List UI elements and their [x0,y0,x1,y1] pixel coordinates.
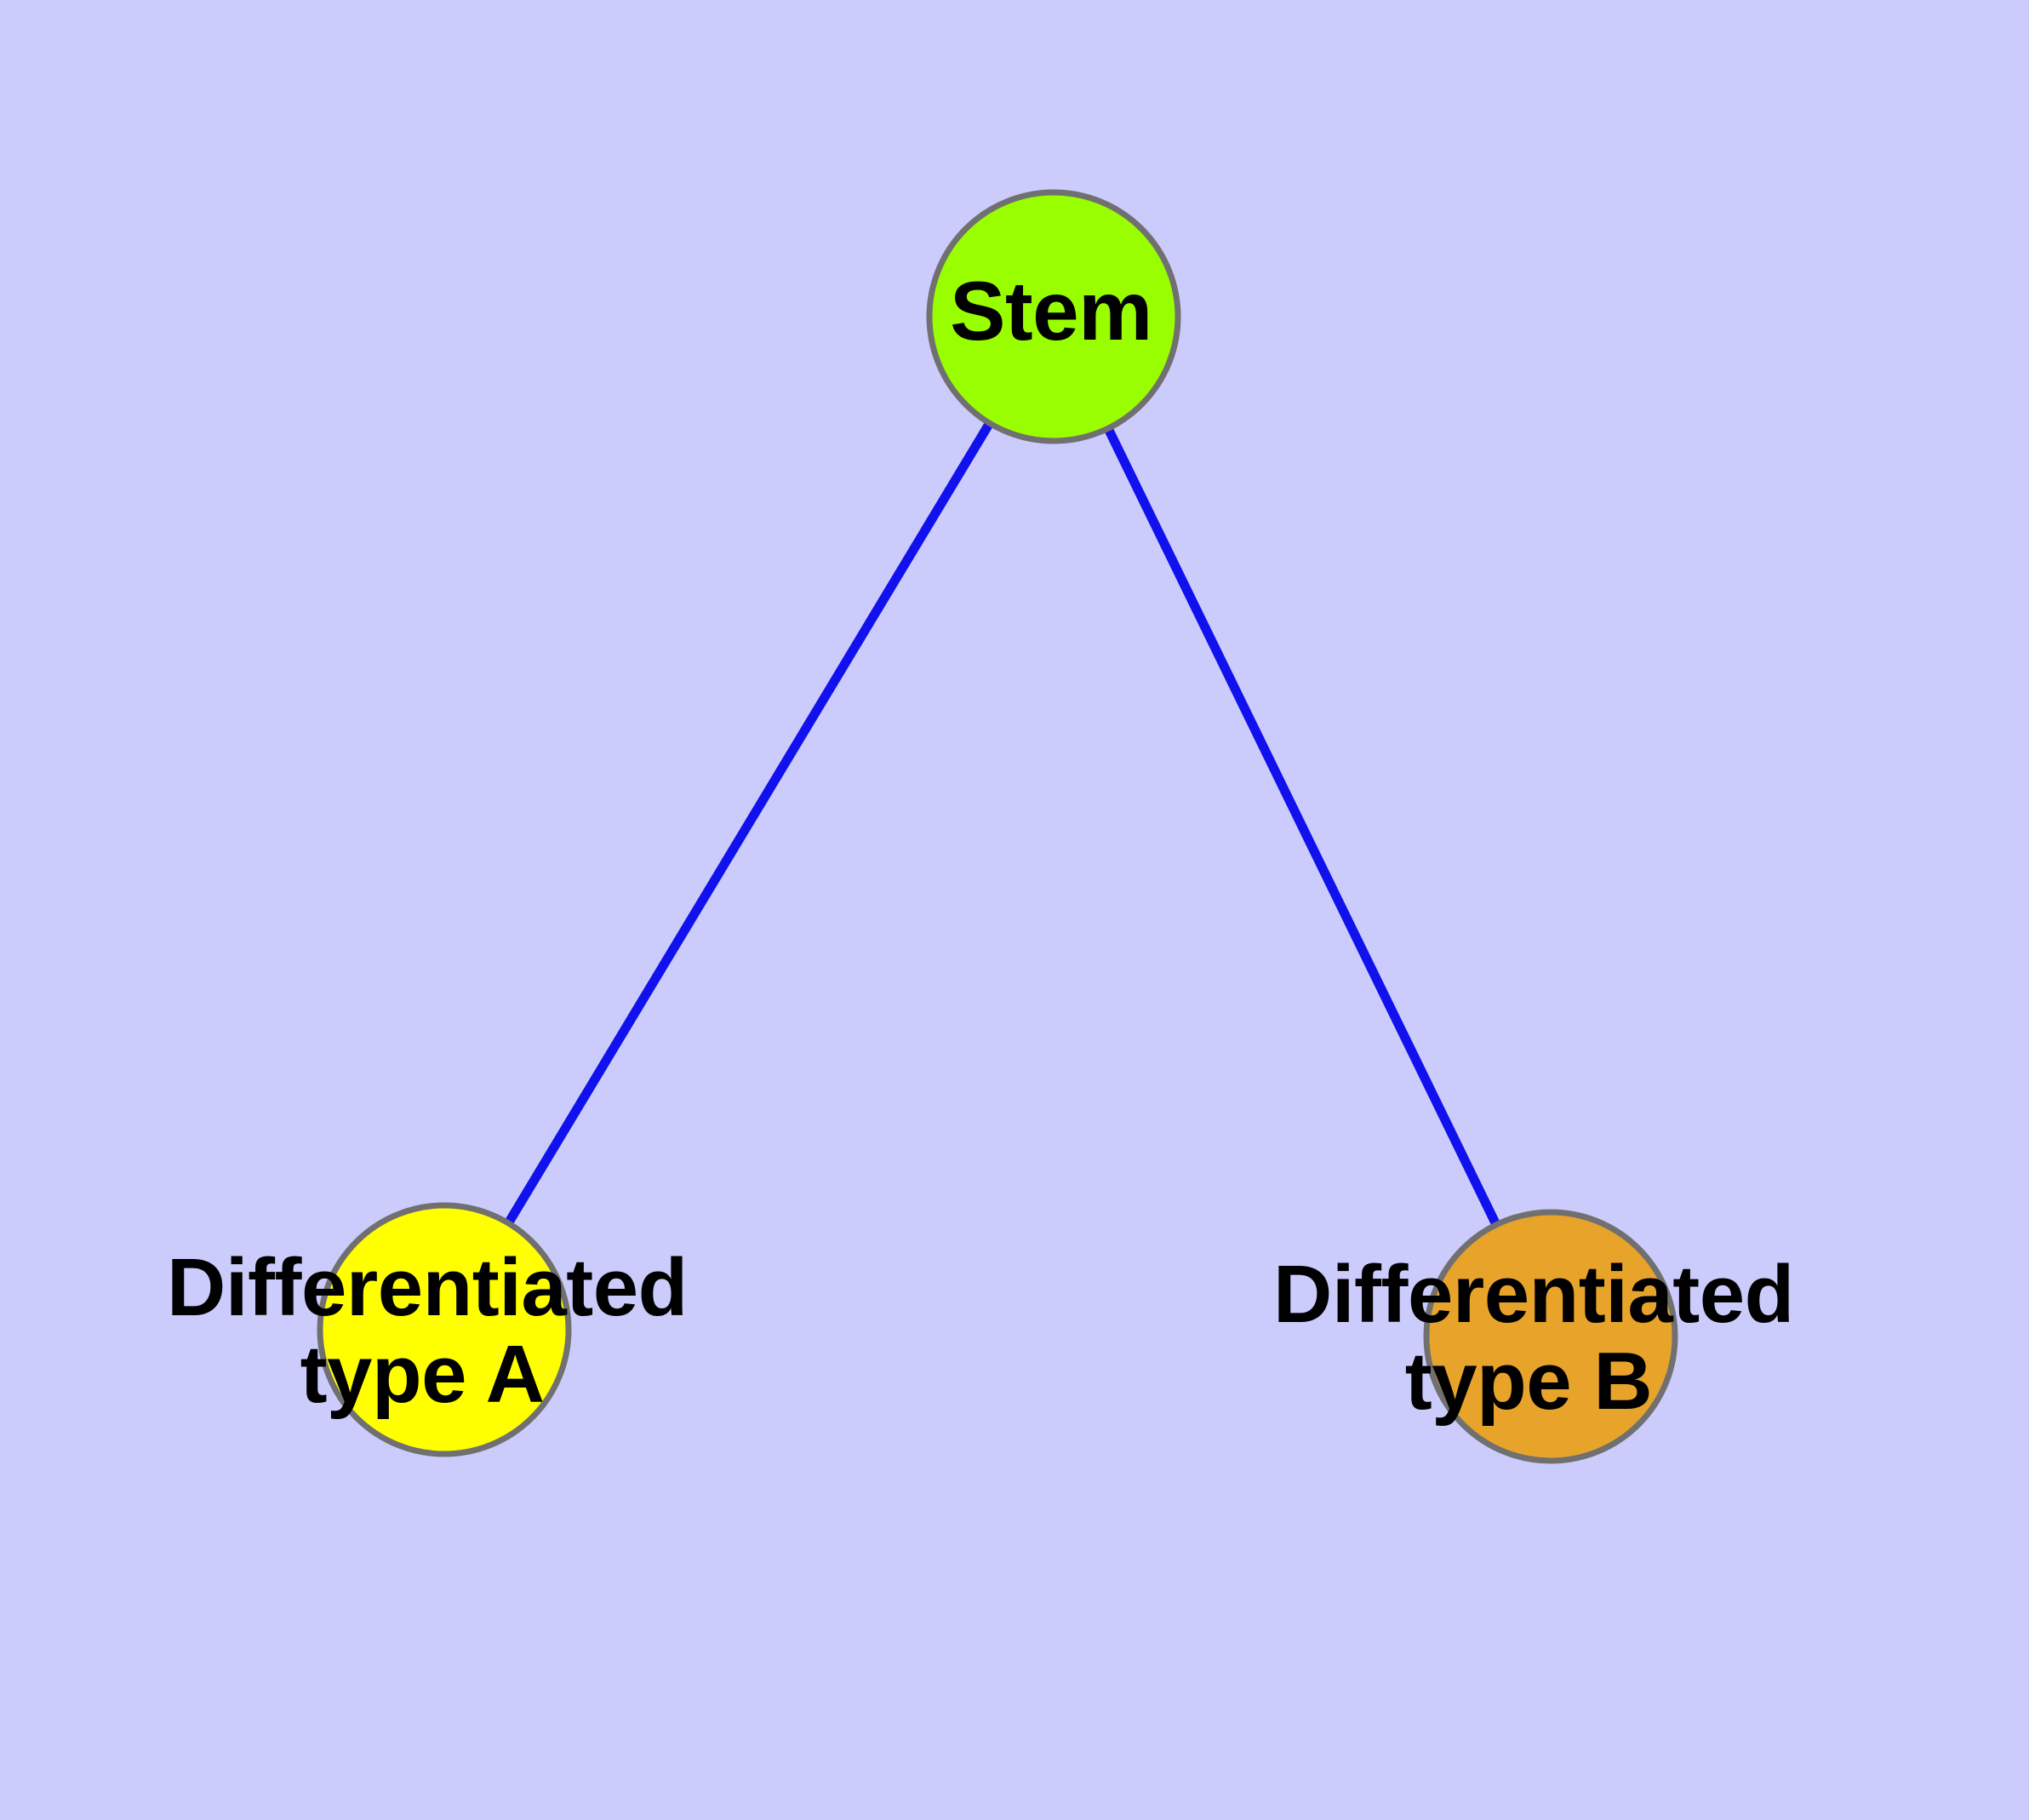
node-differentiated-type-a[interactable] [317,1202,572,1457]
node-layer [317,189,1678,1464]
edge-stem-to-differentiated-type-a [504,421,994,1226]
edge-stem-to-differentiated-type-b [1104,426,1500,1228]
node-differentiated-type-b[interactable] [1423,1209,1678,1464]
edge-layer [504,421,1500,1228]
node-stem[interactable] [926,189,1181,444]
